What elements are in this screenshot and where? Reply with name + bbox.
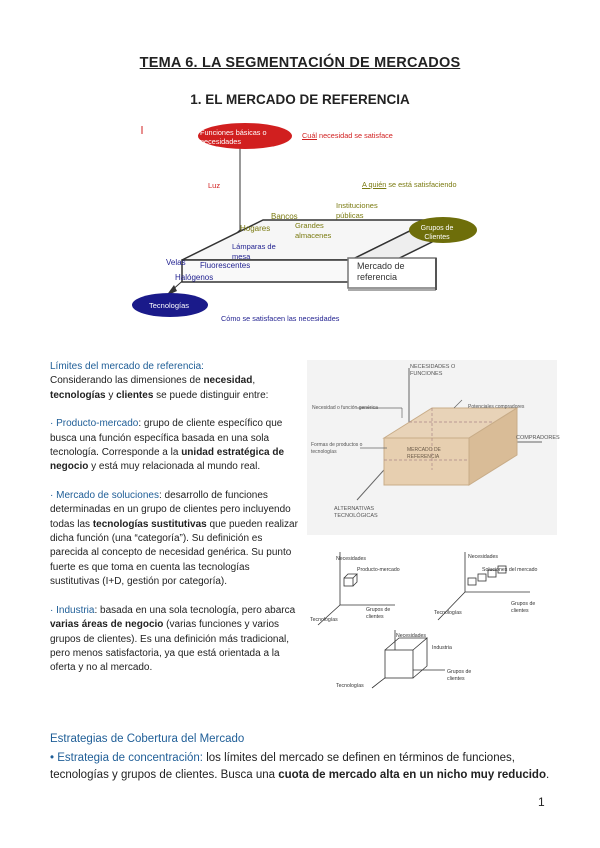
reference-market-diagram bbox=[132, 123, 477, 317]
cube-formas: Formas de productos o tecnologías bbox=[311, 442, 363, 455]
ms-dot: · bbox=[50, 489, 57, 501]
ms-bold: tecnologías sustitutivas bbox=[92, 518, 207, 530]
aquien-word: A quién bbox=[362, 180, 387, 189]
cube-alternativas: ALTERNATIVAS TECNOLÓGICAS bbox=[334, 506, 378, 519]
cual-label: Cuál necesidad se satisface bbox=[302, 131, 393, 140]
f3-grupos: Grupos de clientes bbox=[447, 669, 472, 682]
pm-text-a: : grupo de cliente específico que busca … bbox=[50, 418, 283, 459]
pm-bold: unidad estratégica de negocio bbox=[50, 447, 285, 473]
aquien-label: A quién se está satisfaciendo bbox=[362, 180, 457, 189]
f3-necesidades: Necesidades bbox=[396, 633, 426, 639]
industria-paragraph: · Industria: basada en una sola tecnolog… bbox=[50, 604, 300, 676]
funciones-ellipse bbox=[198, 123, 292, 149]
pm-dot: · bbox=[50, 418, 57, 430]
mercado-soluciones-paragraph: · Mercado de soluciones: desarrollo de f… bbox=[50, 489, 300, 590]
cube-side bbox=[468, 407, 518, 486]
hogares-label: Hogares bbox=[240, 224, 271, 233]
tecnologias-label: Tecnologías bbox=[148, 301, 190, 310]
pm-text-b: y está muy relacionada al mundo real. bbox=[88, 461, 261, 473]
bullet-text-a: los límites del mercado se definen en té… bbox=[50, 752, 515, 781]
in-dot: · bbox=[50, 604, 57, 616]
f2-grupos: Grupos de clientes bbox=[511, 601, 536, 614]
funciones-label: Funciones básicas o necesidades bbox=[200, 128, 267, 146]
producto-mercado-paragraph: · Producto-mercado: grupo de cliente esp… bbox=[50, 417, 300, 475]
cube-compradores: COMPRADORES bbox=[516, 435, 560, 441]
ms-term: Mercado de soluciones bbox=[56, 489, 159, 501]
luz-label: Luz bbox=[208, 181, 221, 190]
f1-necesidades: Necesidades bbox=[336, 556, 366, 562]
market-definitions-diagrams bbox=[317, 552, 530, 689]
limites-text-a: Considerando las dimensiones de bbox=[50, 375, 204, 387]
soluciones-cubes bbox=[467, 565, 507, 586]
section-title: 1. EL MERCADO DE REFERENCIA bbox=[190, 92, 410, 107]
pm-cube bbox=[343, 577, 354, 587]
f2-necesidades: Necesidades bbox=[468, 554, 498, 560]
aquien-rest: se está satisfaciendo bbox=[386, 180, 457, 189]
page-title: TEMA 6. LA SEGMENTACIÓN DE MERCADOS bbox=[139, 55, 461, 71]
section-heading: Estrategias de Cobertura del Mercado bbox=[50, 733, 245, 745]
f2-soluciones: Soluciones del mercado bbox=[482, 567, 538, 573]
grupos-label: Grupos de Clientes bbox=[420, 225, 454, 241]
limites-comma: , bbox=[252, 375, 256, 387]
clientes-term: clientes bbox=[116, 389, 154, 401]
cual-word: Cuál bbox=[302, 131, 318, 140]
tecnologias-term: tecnologías bbox=[50, 389, 106, 401]
bullet-bold: cuota de mercado alta en un nicho muy re… bbox=[278, 769, 546, 781]
necesidad-term: necesidad bbox=[203, 375, 253, 387]
limites-paragraph: Límites del mercado de referencia: Consi… bbox=[50, 360, 300, 403]
fluorescentes-label: Fluorescentes bbox=[200, 261, 251, 270]
f2-tecnologias: Tecnologías bbox=[434, 610, 462, 616]
instituciones-label: Instituciones públicas bbox=[336, 201, 378, 220]
mercado-label: Mercado de referencia bbox=[357, 261, 405, 282]
bullet-dot: • bbox=[50, 752, 58, 764]
limites-text-b: se puede distinguir entre: bbox=[153, 389, 269, 401]
in-bold: varias áreas de negocio bbox=[50, 619, 164, 631]
lamparas-label: Lámparas de mesa bbox=[232, 242, 276, 261]
mercado-box bbox=[347, 257, 437, 289]
f1-producto-mercado: Producto-mercado bbox=[357, 567, 400, 573]
bullet-text-b: . bbox=[545, 769, 550, 781]
limites-heading: Límites del mercado de referencia: bbox=[50, 361, 204, 372]
cube-diagram bbox=[307, 360, 557, 535]
industria-cube bbox=[384, 649, 414, 679]
in-text-b: (varias funciones y varios grupos de cli… bbox=[50, 619, 290, 674]
limites-y: y bbox=[105, 389, 117, 401]
cube-necesidades: NECESIDADES O FUNCIONES bbox=[410, 364, 456, 377]
ms-text-a: : desarrollo de funciones determinadas e… bbox=[50, 489, 291, 530]
f3-tecnologias: Tecnologías bbox=[336, 683, 364, 689]
f1-tecnologias: Tecnologías bbox=[310, 617, 338, 623]
grupos-ellipse bbox=[409, 217, 477, 243]
cual-rest: necesidad se satisface bbox=[317, 131, 393, 140]
bancos-label: Bancos bbox=[271, 212, 298, 221]
f3-industria: Industria bbox=[432, 645, 452, 651]
cube-potenciales: Potenciales compradores bbox=[468, 404, 525, 410]
page-number: 1 bbox=[538, 795, 545, 809]
como-label: Cómo se satisfacen las necesidades bbox=[221, 314, 340, 323]
velas-label: Velas bbox=[166, 258, 186, 267]
halogenos-label: Halógenos bbox=[175, 273, 214, 282]
f1-grupos: Grupos de clientes bbox=[366, 607, 391, 620]
cube-necesidad-func: Necesidad o función genérica bbox=[312, 405, 378, 411]
grandes-label: Grandes almacenes bbox=[295, 221, 332, 240]
concentracion-bullet: • Estrategia de concentración: los límit… bbox=[50, 750, 570, 784]
ms-text-b: que pueden realizar dicha función (una “… bbox=[50, 518, 298, 588]
in-term: Industria bbox=[56, 604, 95, 616]
left-column: Límites del mercado de referencia: Consi… bbox=[50, 360, 300, 690]
pm-term: Producto-mercado bbox=[56, 418, 139, 430]
tecnologias-ellipse bbox=[132, 293, 208, 317]
cube-mercado: MERCADO DE REFERENCIA bbox=[407, 447, 441, 460]
cube-front bbox=[383, 437, 470, 486]
bullet-term: Estrategia de concentración: bbox=[57, 752, 203, 764]
in-text-a: : basada en una sola tecnología, pero ab… bbox=[94, 604, 296, 616]
